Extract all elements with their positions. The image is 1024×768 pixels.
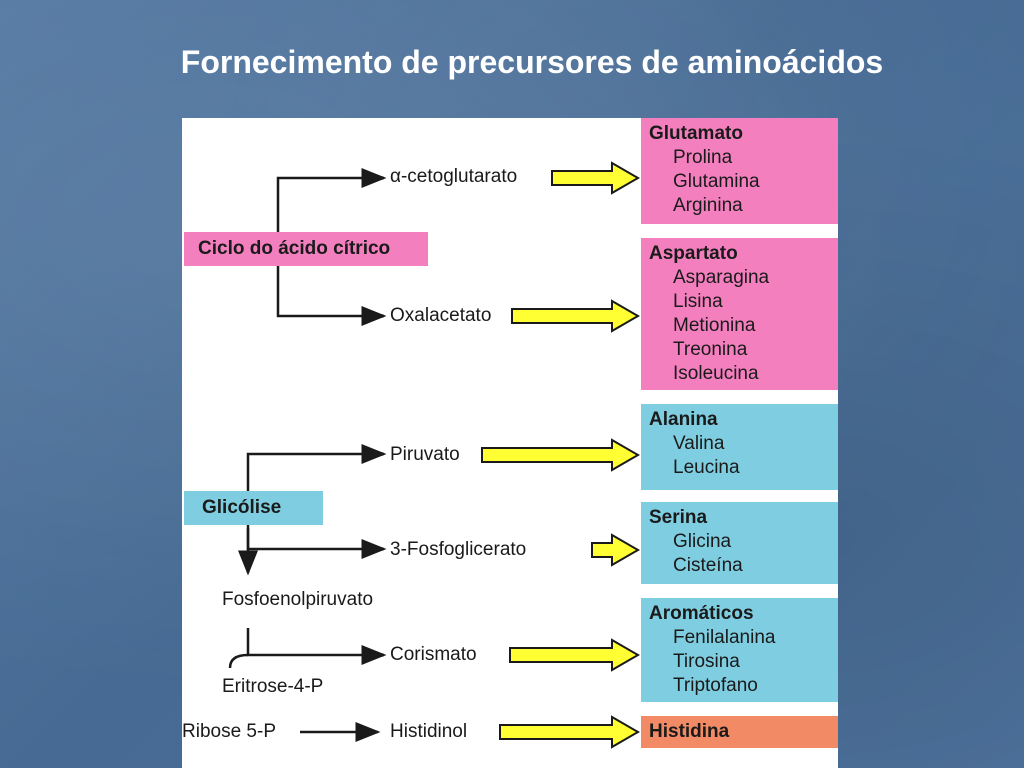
- family-item: Glicina: [673, 531, 732, 552]
- label-ribose-5-phosphate: Ribose 5-P: [182, 721, 276, 742]
- label-3-phosphoglycerate: 3-Fosfoglicerato: [390, 539, 527, 560]
- label-oxaloacetate: Oxalacetato: [390, 305, 492, 326]
- family-item: Fenilalanina: [673, 627, 776, 648]
- family-head: Aspartato: [649, 243, 738, 264]
- connector-lines: [228, 161, 641, 749]
- diagram-panel: Ciclo do ácido cítrico Glicólise α-cetog…: [182, 118, 838, 768]
- family-item: Tirosina: [673, 651, 740, 672]
- family-glutamate: Glutamato Prolina Glutamina Arginina: [641, 118, 838, 224]
- family-item: Triptofano: [673, 675, 758, 696]
- line-glyc-to-pyruvate: [246, 444, 387, 493]
- family-aspartate: Aspartato Asparagina Lisina Metionina Tr…: [641, 238, 838, 390]
- family-item: Glutamina: [673, 171, 760, 192]
- family-head: Glutamato: [649, 123, 743, 144]
- family-head: Serina: [649, 507, 708, 528]
- source-glycolysis: Glicólise: [184, 491, 323, 525]
- family-head: Histidina: [649, 721, 730, 742]
- line-citric-to-akg: [276, 168, 387, 236]
- family-item: Prolina: [673, 147, 733, 168]
- label-phosphoenolpyruvate: Fosfoenolpiruvato: [222, 589, 374, 610]
- family-item: Lisina: [673, 291, 723, 312]
- family-item: Metionina: [673, 315, 756, 336]
- label-pyruvate: Piruvato: [390, 444, 460, 465]
- slide-title: Fornecimento de precursores de aminoácid…: [180, 44, 884, 80]
- label-histidinol: Histidinol: [390, 721, 468, 742]
- arrow-akg: [551, 161, 641, 195]
- line-pep-e4p-to-chorismate: [246, 628, 387, 665]
- family-item: Leucina: [673, 457, 740, 478]
- line-citric-to-oaa: [276, 266, 387, 326]
- family-alanine: Alanina Valina Leucina: [641, 404, 838, 490]
- family-item: Treonina: [673, 339, 748, 360]
- family-histidine: Histidina: [641, 716, 838, 748]
- family-aromatics: Aromáticos Fenilalanina Tirosina Triptof…: [641, 598, 838, 702]
- label-erythrose-4-phosphate: Eritrose-4-P: [222, 676, 324, 697]
- source-citric-acid-cycle: Ciclo do ácido cítrico: [184, 232, 428, 266]
- family-item: Asparagina: [673, 267, 770, 288]
- arrow-pga: [591, 533, 641, 567]
- family-serine: Serina Glicina Cisteína: [641, 502, 838, 584]
- arrow-chorismate: [509, 638, 641, 672]
- arrow-oaa: [511, 299, 641, 333]
- family-item: Cisteína: [673, 555, 743, 576]
- arrow-pyruvate: [481, 438, 641, 472]
- family-head: Alanina: [649, 409, 718, 430]
- label-alpha-ketoglutarate: α-cetoglutarato: [390, 166, 518, 187]
- family-head: Aromáticos: [649, 603, 754, 624]
- family-item: Isoleucina: [673, 363, 759, 384]
- family-item: Valina: [673, 433, 725, 454]
- family-item: Arginina: [673, 195, 743, 216]
- label-chorismate: Corismato: [390, 644, 477, 665]
- line-e4p-curve: [228, 653, 249, 669]
- arrow-histidinol: [499, 715, 641, 749]
- line-glyc-to-pga: [246, 522, 387, 559]
